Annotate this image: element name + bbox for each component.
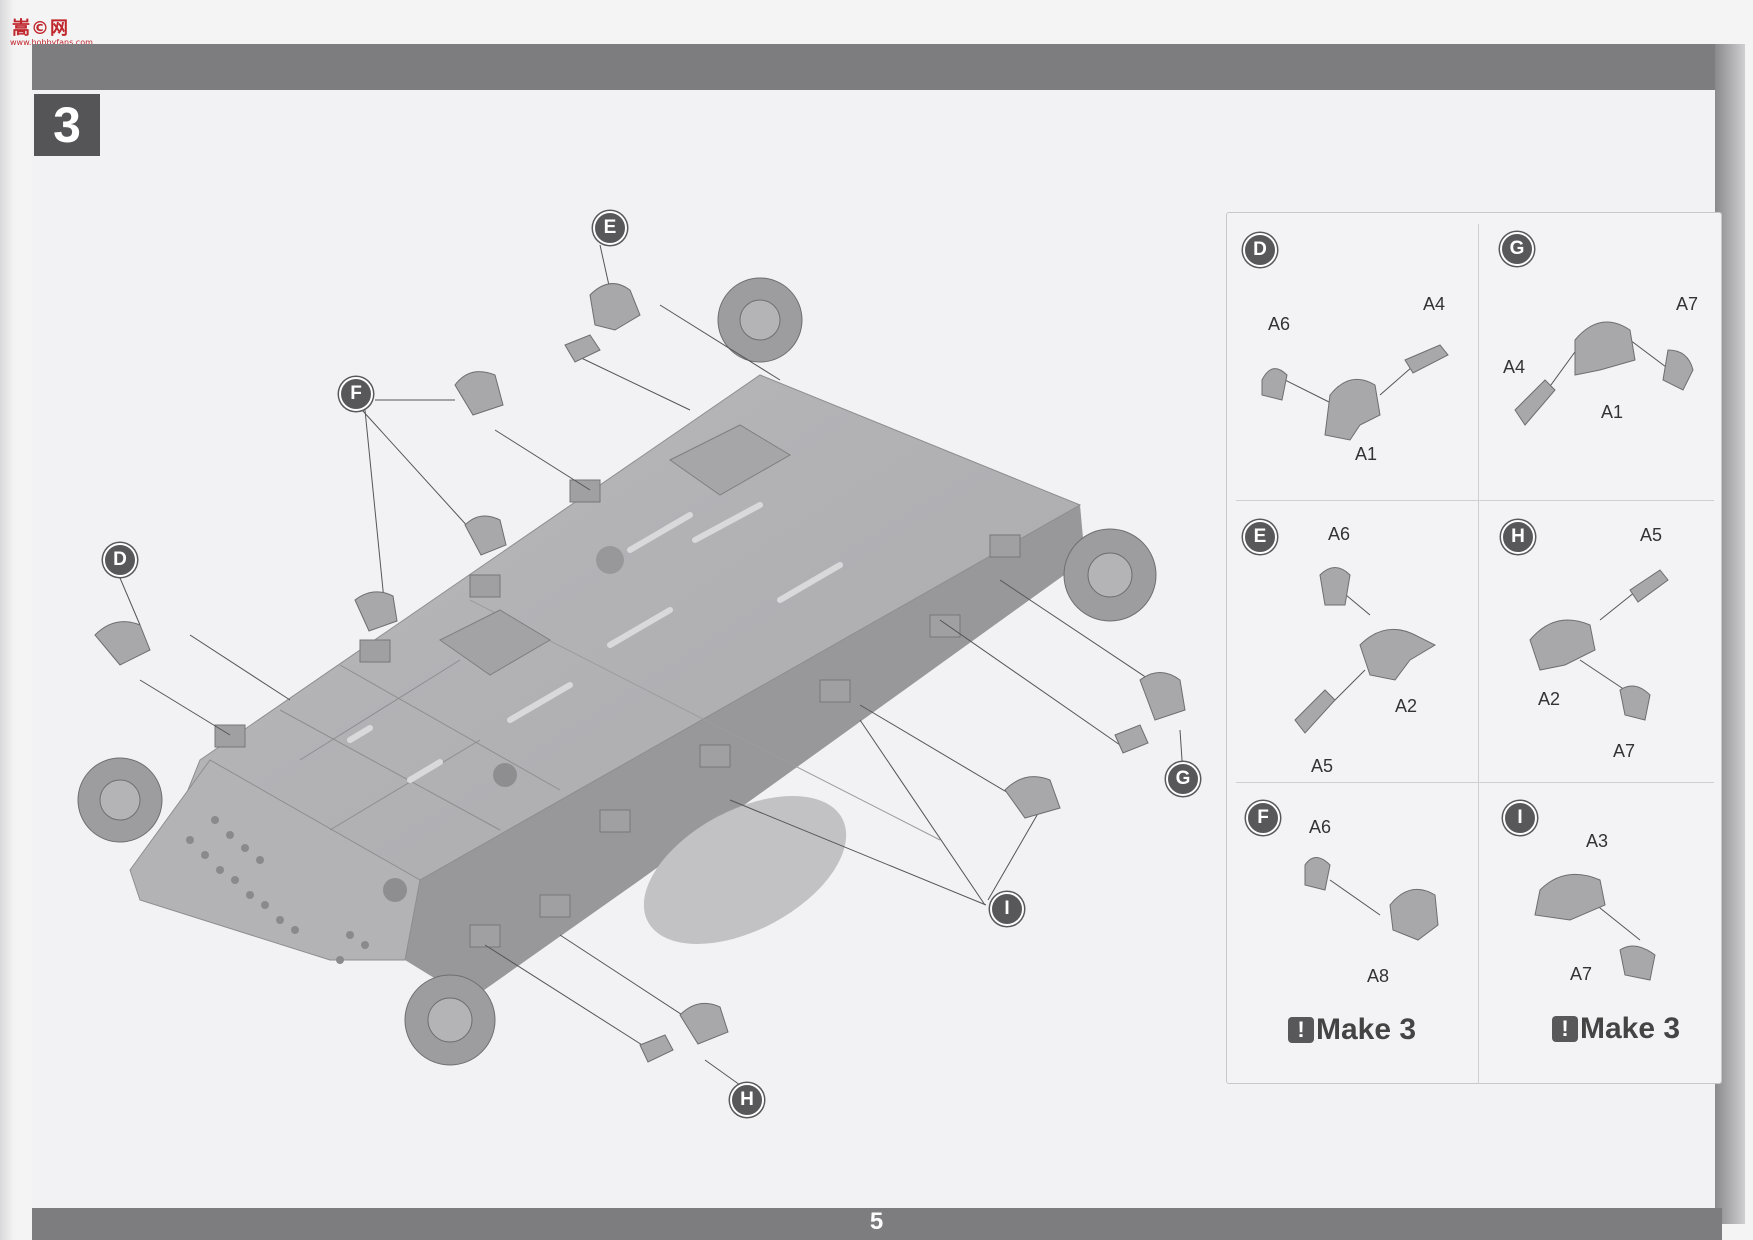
warning-icon: ! <box>1552 1016 1578 1042</box>
subassembly-divider <box>1478 224 1479 1084</box>
make-note: ! Make 3 <box>1288 1013 1416 1047</box>
front-sprocket-left <box>77 757 163 843</box>
assembly-line <box>189 634 291 701</box>
deck-hole <box>596 546 624 574</box>
leader-line <box>859 719 986 906</box>
assembly-line <box>559 934 691 1021</box>
hull-illustration <box>77 244 1186 1086</box>
leader-line <box>119 577 141 626</box>
scan-edge <box>0 0 14 1240</box>
subassembly-divider <box>1236 500 1714 501</box>
part-label: A5 <box>1640 525 1663 545</box>
hull-hatch <box>669 424 791 496</box>
rear-sprocket-left <box>717 277 803 363</box>
watermark-text: 嵩©网 <box>12 18 69 39</box>
callout-h: H <box>730 1083 764 1117</box>
callout-f: F <box>339 377 373 411</box>
make-note: ! Make 3 <box>1552 1012 1680 1046</box>
watermark-url: www.hobbyfans.com <box>10 38 93 47</box>
sub-callout-f: F <box>1246 801 1280 835</box>
callout-d: D <box>103 543 137 577</box>
part-label: A5 <box>1311 756 1334 776</box>
assembly-line <box>939 619 1121 746</box>
deck-seam <box>299 659 461 761</box>
front-sprocket-right <box>404 974 496 1066</box>
assembly-line <box>859 704 1021 801</box>
assembly-line <box>139 679 231 736</box>
part-label: A7 <box>1676 294 1699 314</box>
part-label: A1 <box>1355 444 1378 464</box>
part-label: A7 <box>1570 964 1593 984</box>
callout-e: E <box>593 211 627 245</box>
leader-line <box>364 409 386 611</box>
leader-line <box>704 1059 741 1086</box>
part-label: A2 <box>1395 696 1418 716</box>
top-bar <box>32 44 1722 90</box>
deck-seam <box>329 739 481 831</box>
watermark-logo: 嵩©网 www.hobbyfans.com <box>6 8 93 47</box>
rivet-rows <box>186 816 369 964</box>
hull-hatch <box>439 609 551 676</box>
part-label: A4 <box>1423 294 1446 314</box>
assembly-line <box>574 354 691 411</box>
part-label: A1 <box>1601 402 1624 422</box>
deck-hole <box>493 763 517 787</box>
sub-callout-g: G <box>1500 232 1534 266</box>
page-number: 5 <box>869 1208 884 1235</box>
subassembly-divider <box>1236 782 1714 783</box>
sub-callout-e: E <box>1243 520 1277 554</box>
part-label: A4 <box>1503 357 1526 377</box>
make-note-text: Make 3 <box>1580 1012 1681 1045</box>
sub-callout-i: I <box>1503 801 1537 835</box>
part-label: A6 <box>1268 314 1291 334</box>
deck-seam <box>339 664 561 791</box>
callout-i: I <box>990 892 1024 926</box>
part-label: A8 <box>1367 966 1390 986</box>
assembly-line <box>494 429 591 491</box>
part-label: A6 <box>1309 817 1332 837</box>
part-label: A7 <box>1613 741 1636 761</box>
bottom-bar <box>32 1208 1722 1240</box>
sub-callout-h: H <box>1501 520 1535 554</box>
loose-suspension-parts <box>94 283 1186 1063</box>
hull-side-wall <box>405 505 1085 1000</box>
part-label: A3 <box>1586 831 1609 851</box>
suspension-mounts <box>214 479 1021 948</box>
part-label: A6 <box>1328 524 1351 544</box>
rear-sprocket-right <box>1063 528 1157 622</box>
step-number: 3 <box>34 94 100 156</box>
leader-line <box>361 409 481 541</box>
deck-hole <box>383 878 407 902</box>
part-label: A2 <box>1538 689 1561 709</box>
leader-line <box>987 809 1041 901</box>
hull-belly-disc <box>643 796 847 944</box>
subassembly-frame <box>1226 212 1722 1084</box>
leader-line <box>599 244 611 291</box>
make-note-text: Make 3 <box>1316 1013 1417 1046</box>
hull-front-plate <box>129 759 421 961</box>
sub-callout-d: D <box>1243 233 1277 267</box>
leader-line <box>729 799 987 906</box>
warning-icon: ! <box>1288 1017 1314 1043</box>
callout-g: G <box>1166 762 1200 796</box>
assembly-line <box>659 304 781 381</box>
deck-slots <box>347 502 843 783</box>
assembly-line <box>484 944 651 1051</box>
deck-seam <box>279 709 501 831</box>
